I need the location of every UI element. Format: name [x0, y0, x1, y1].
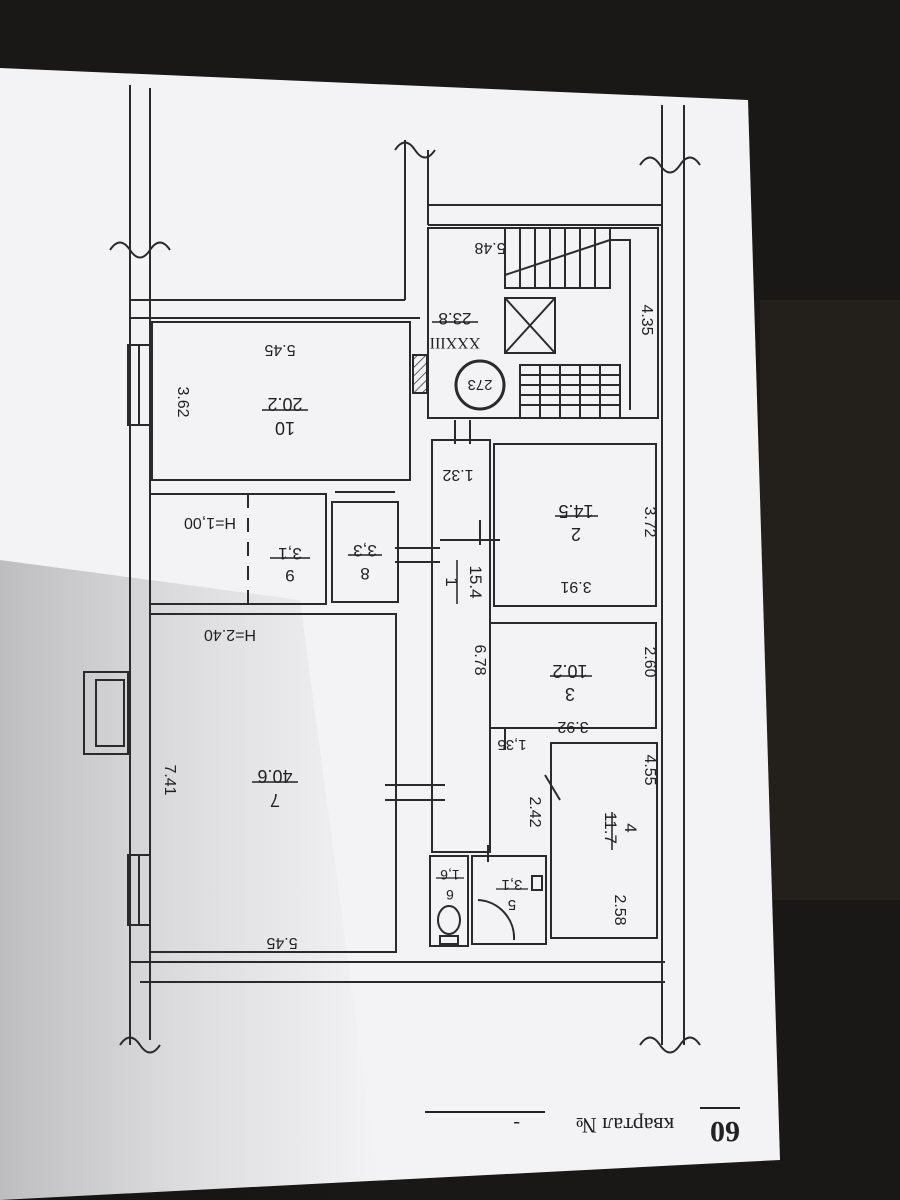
- room-7-area: 40.6: [257, 766, 292, 786]
- location-circle: [454, 359, 506, 411]
- break-mark: [639, 1036, 701, 1054]
- room-10-area: 20.2: [267, 394, 302, 414]
- corridor-dim-length: 6.78: [471, 644, 488, 675]
- room-4-number: 4: [621, 823, 640, 832]
- room-2-dim-width: 3.91: [560, 578, 591, 595]
- room-8-area: 3,3: [353, 541, 377, 560]
- room-9-number: 9: [285, 566, 294, 585]
- room-3-outline: [489, 622, 657, 729]
- stair-flight: [504, 228, 611, 289]
- footer-caption: - квартал № 60: [425, 1107, 740, 1148]
- footer-value: -: [513, 1113, 520, 1135]
- balcony: [83, 671, 129, 755]
- location-circle-label: 273: [467, 376, 492, 393]
- room-10-number: 10: [275, 418, 295, 438]
- room-2-area: 14.5: [558, 501, 593, 521]
- room-8-number: 8: [360, 564, 369, 583]
- stair-width-label: 5.48: [474, 239, 505, 256]
- door-swing: [477, 899, 516, 941]
- break-mark: [639, 156, 701, 174]
- room-9-height-note: H=1,00: [184, 514, 236, 531]
- room-4-dim-height: 4.55: [641, 754, 658, 785]
- balcony-inner: [95, 679, 125, 747]
- room-2-dim-height: 3.72: [641, 506, 658, 537]
- door-tick: [544, 774, 561, 801]
- break-mark: [119, 1036, 161, 1054]
- room-6-outline: [429, 855, 469, 947]
- stair-area-label: 23.8: [438, 309, 471, 328]
- room-10-dim-width: 5.45: [264, 341, 295, 358]
- corridor-end-dim: 2.42: [526, 796, 543, 827]
- room-5-number: 5: [508, 896, 516, 913]
- sink-icon: [531, 875, 543, 891]
- corridor-area: 15.4: [466, 565, 485, 598]
- plan-labels: 5.48 4.35 23.8 XXXIII 273 5.45 3.62 20.2…: [161, 239, 658, 951]
- room-8-outline: [331, 501, 399, 603]
- break-mark: [109, 241, 171, 259]
- room-2-outline: [493, 443, 657, 607]
- room-9-area: 3,1: [278, 544, 302, 563]
- room-5-outline: [471, 855, 547, 945]
- room-6-number: 6: [446, 887, 454, 903]
- room-4-dim-width: 2.58: [611, 894, 628, 925]
- floor-plan: [83, 85, 701, 1054]
- room-7-number: 7: [270, 790, 280, 810]
- corridor-dim-width: 1.32: [442, 466, 473, 483]
- room-3-number: 3: [565, 684, 575, 704]
- stair-arrow: [504, 239, 611, 276]
- stair-flight-lower: [519, 364, 621, 419]
- room-10-outline: [151, 321, 411, 481]
- footer-label: квартал №: [576, 1113, 675, 1138]
- room-7-height-note: H=2.40: [204, 626, 256, 643]
- stair-number-label: XXXIII: [430, 334, 481, 351]
- room-3-area: 10.2: [552, 661, 587, 681]
- table-reflection: [760, 300, 900, 900]
- hatched-wall: [412, 354, 428, 394]
- room-7-outline: [149, 613, 397, 953]
- room-10-dim-height: 3.62: [174, 386, 191, 417]
- footer-number: 60: [710, 1115, 740, 1148]
- stair-height-label: 4.35: [638, 304, 655, 335]
- stair-guide: [610, 239, 631, 410]
- toilet-tank: [439, 935, 459, 945]
- opening-dim: 1,35: [497, 736, 526, 753]
- room-4-area: 11.7: [601, 812, 620, 844]
- room-5-area: 3,1: [502, 876, 523, 893]
- room-3-dim-height: 2.60: [641, 646, 658, 677]
- room-3-dim-width: 3.92: [557, 718, 588, 735]
- elevator-shaft: [504, 297, 556, 354]
- toilet-icon: [437, 905, 461, 935]
- room-7-dim-width: 5.45: [266, 934, 297, 951]
- room-7-dim-height: 7.41: [161, 764, 178, 795]
- elevator-cross: [504, 297, 556, 354]
- room-2-number: 2: [571, 524, 581, 544]
- corridor-number: 1: [442, 577, 461, 586]
- room-9-outline: [149, 493, 327, 605]
- break-mark: [394, 141, 436, 159]
- room-4-outline: [550, 742, 658, 939]
- room-6-area: 1,6: [440, 867, 460, 883]
